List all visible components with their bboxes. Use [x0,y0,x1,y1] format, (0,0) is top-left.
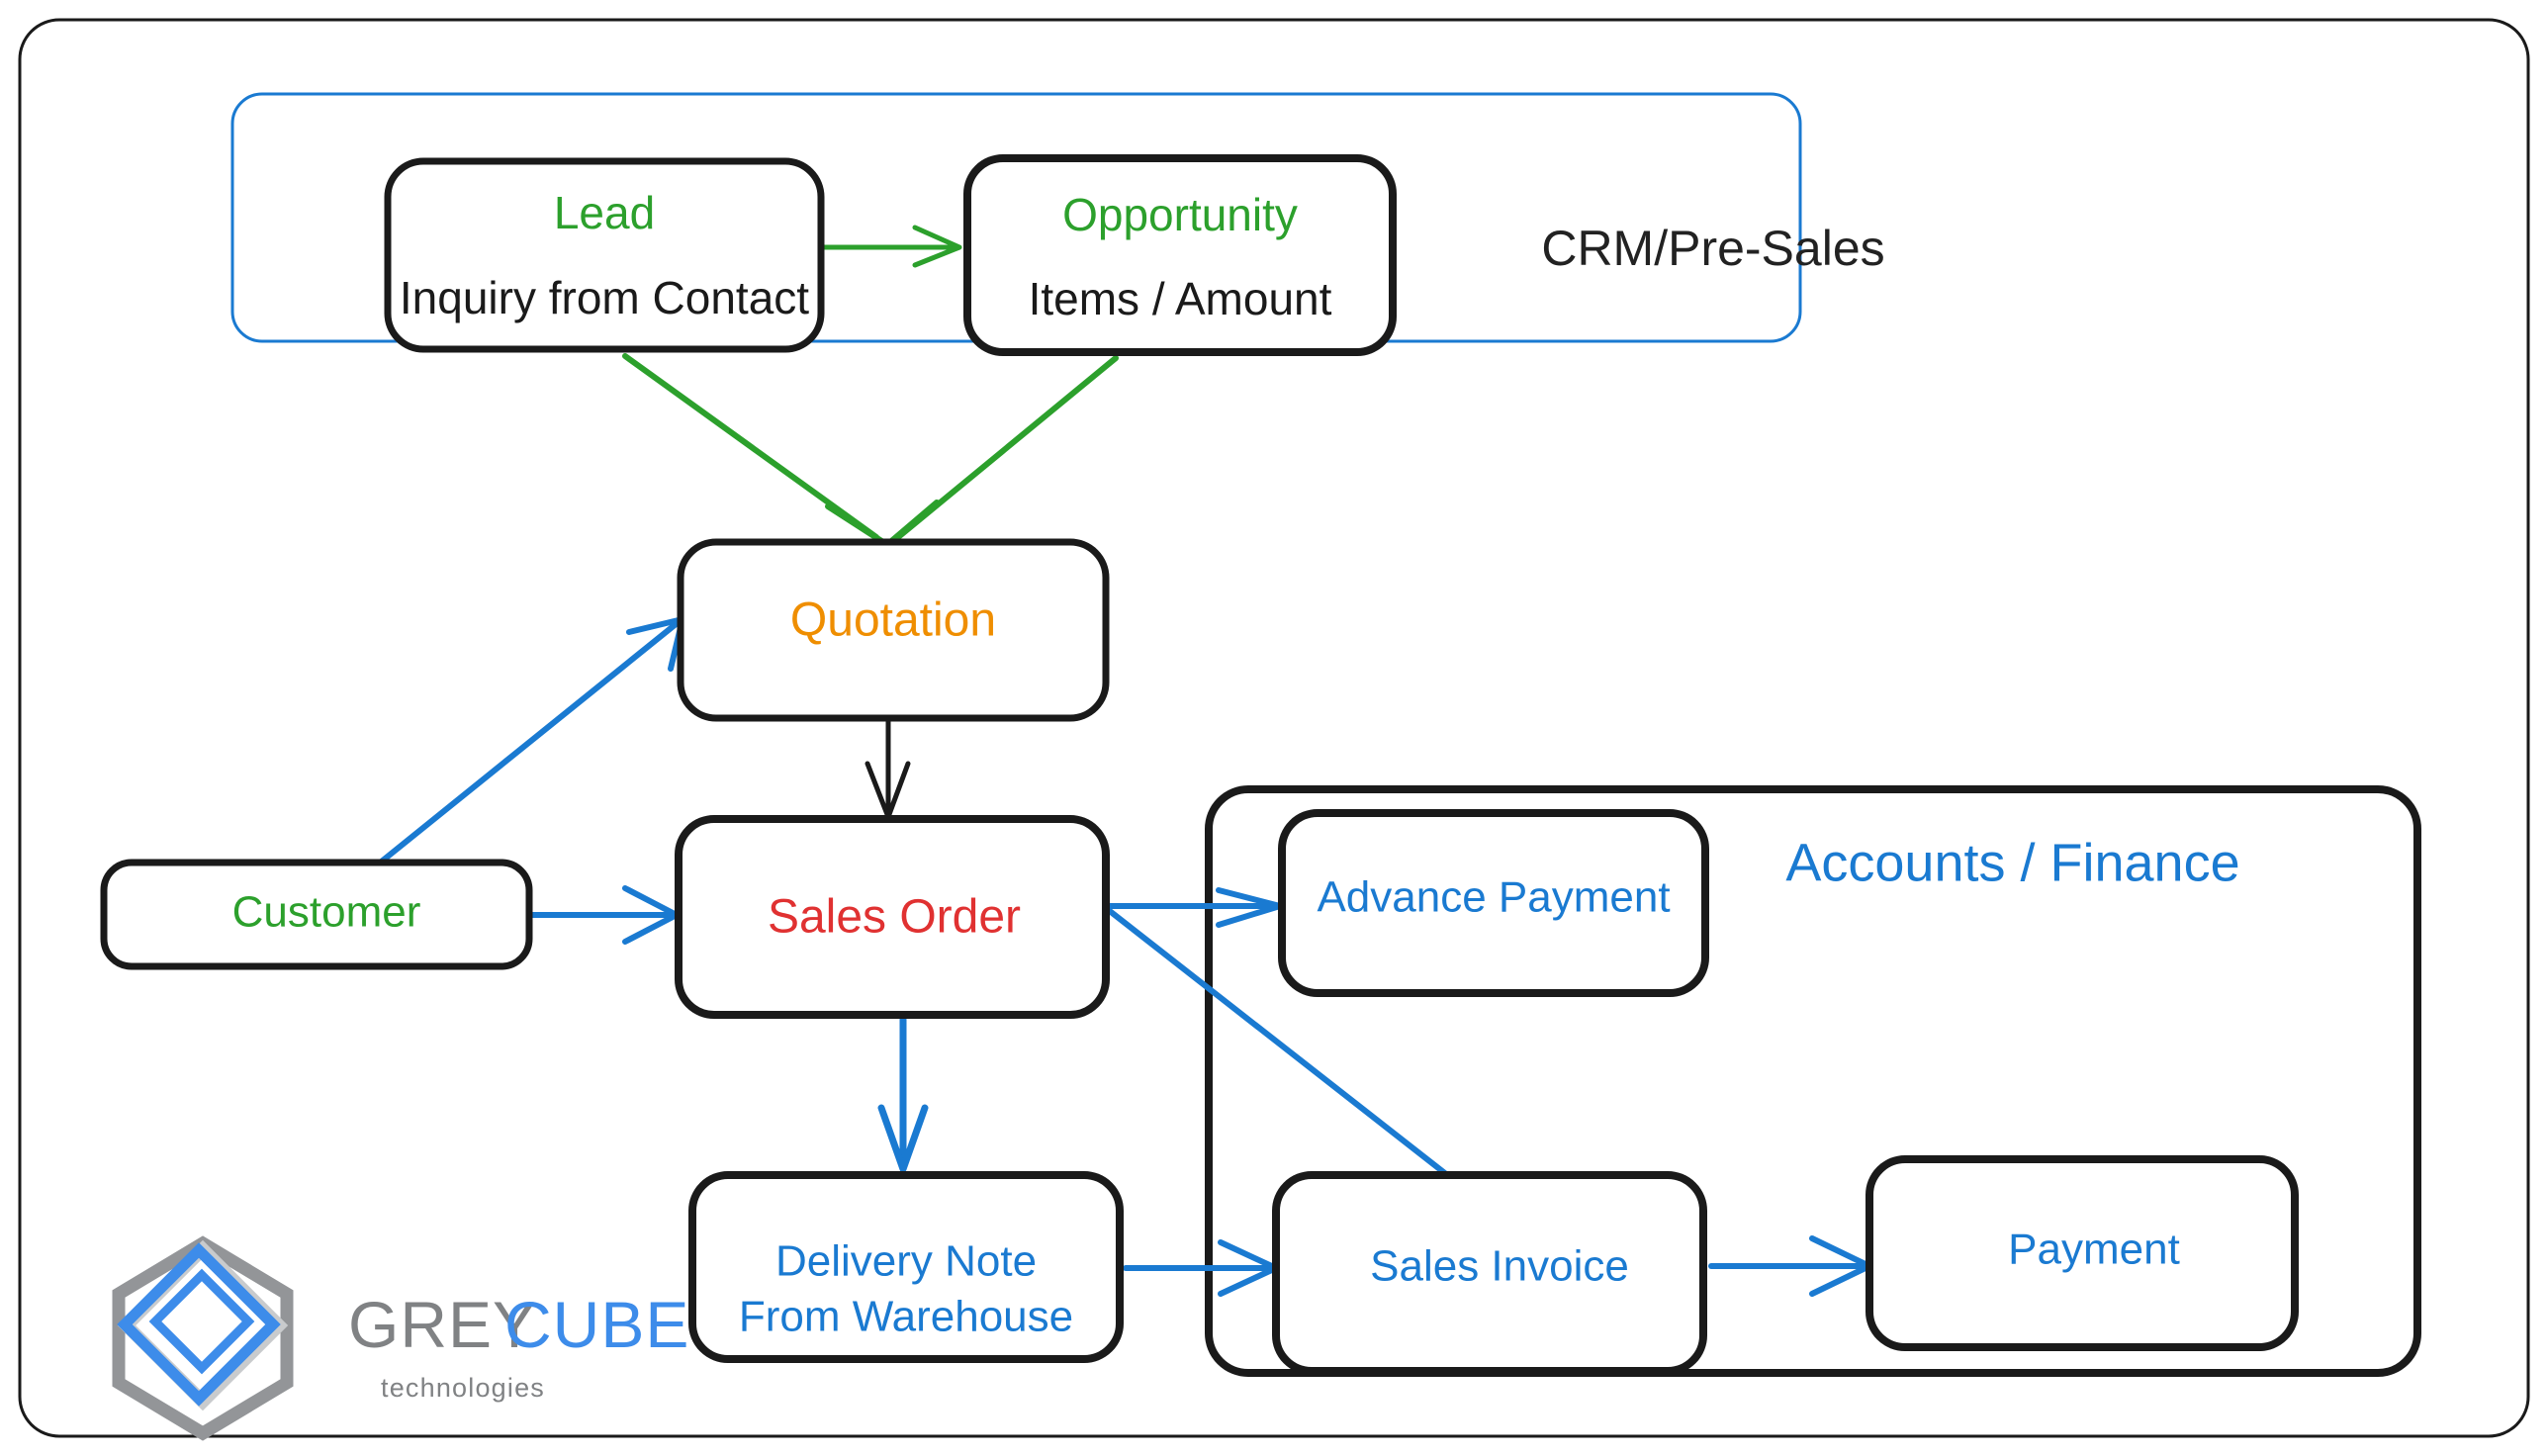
edge-quotation-to-sales-order [864,717,911,820]
node-sales-order-title: Sales Order [768,891,1021,944]
logo-tagline: technologies [381,1373,545,1403]
node-advance-payment[interactable]: Advance Payment [1278,809,1709,997]
edge-opportunity-to-quotation [880,355,1119,559]
node-lead-title: Lead [554,187,655,238]
node-lead-box[interactable] [384,157,825,353]
node-delivery-note-box[interactable] [688,1171,1124,1363]
edge-lead-to-quotation [622,353,889,557]
node-lead-subtitle: Inquiry from Contact [400,272,809,323]
node-delivery-note-title: Delivery Note [775,1237,1037,1286]
node-opportunity-subtitle: Items / Amount [1029,273,1332,324]
logo-inner-blue-diamond-icon [117,1242,281,1407]
node-opportunity-box[interactable] [963,154,1397,356]
node-payment[interactable]: Payment [1866,1155,2299,1351]
node-customer-title: Customer [232,888,421,937]
edge-lead-to-opportunity [820,225,962,268]
node-sales-order-box[interactable] [675,815,1110,1019]
node-quotation-title: Quotation [790,594,996,647]
edge-delivery-note-to-sales-invoice [1123,1239,1279,1297]
node-opportunity-title: Opportunity [1062,189,1298,240]
node-sales-order[interactable]: Sales Order [675,815,1110,1019]
logo-hexagon-icon [112,1235,294,1441]
greycube-logo: GREY CUBE technologies [112,1235,689,1441]
node-advance-payment-title: Advance Payment [1317,873,1670,922]
edge-customer-to-quotation [355,616,685,883]
node-lead[interactable]: Lead Inquiry from Contact [384,157,825,353]
node-sales-invoice-title: Sales Invoice [1370,1242,1629,1291]
edge-customer-to-sales-order [529,885,680,945]
node-sales-invoice-box[interactable] [1272,1171,1707,1375]
accounts-group-box [1205,785,2421,1377]
outer-frame [18,18,2530,1438]
accounts-group-label: Accounts / Finance [1785,833,2239,892]
edge-sales-invoice-to-payment [1708,1235,1872,1297]
logo-cube-text: CUBE [504,1288,689,1361]
node-advance-payment-box[interactable] [1278,809,1709,997]
edge-sales-order-to-delivery-note [877,1015,929,1173]
crm-group-label: CRM/Pre-Sales [1541,221,1884,276]
node-payment-box[interactable] [1866,1155,2299,1351]
node-customer-box[interactable] [100,859,533,970]
edge-sales-order-to-advance-payment [1103,887,1283,928]
node-sales-invoice[interactable]: Sales Invoice [1272,1171,1707,1375]
node-quotation[interactable]: Quotation [677,538,1110,722]
node-payment-title: Payment [2008,1226,2180,1274]
node-delivery-note[interactable]: Delivery Note From Warehouse [688,1171,1124,1363]
node-customer[interactable]: Customer [100,859,533,970]
logo-grey-text: GREY [348,1288,537,1361]
node-quotation-box[interactable] [677,538,1110,722]
node-delivery-note-subtitle: From Warehouse [739,1293,1073,1341]
node-opportunity[interactable]: Opportunity Items / Amount [963,154,1397,356]
